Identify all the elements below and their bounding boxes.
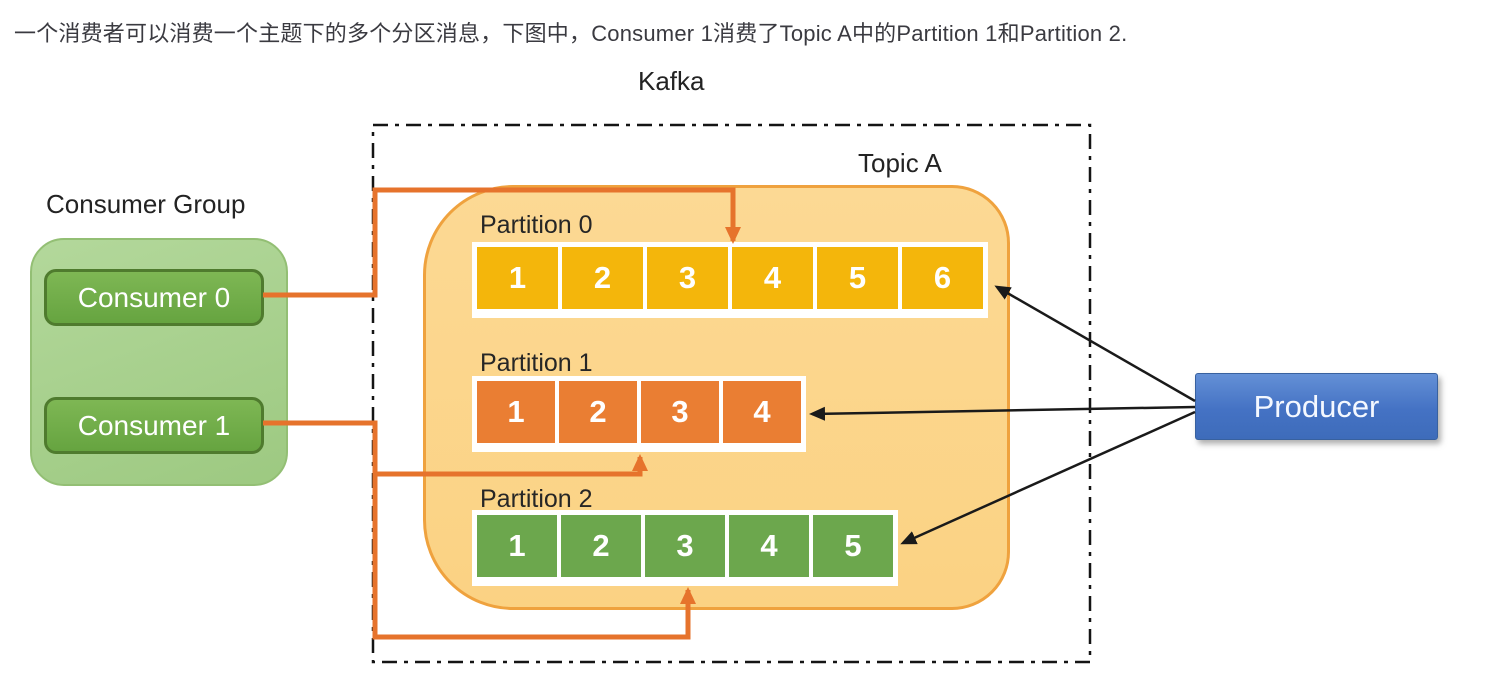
partition-1-message-cell: 1	[477, 381, 555, 443]
consumer-1-node: Consumer 1	[44, 397, 264, 454]
partition-0-message-cell: 5	[817, 247, 898, 309]
producer-to-partition0-arrow	[994, 285, 1196, 403]
kafka-box-label: Kafka	[638, 66, 705, 96]
partition-1-message-cell: 3	[641, 381, 719, 443]
partition-0-message-cell: 6	[902, 247, 983, 309]
consumer-group-box: Consumer 0 Consumer 1	[30, 238, 288, 486]
partition-1-strip: 1 2 3 4	[472, 376, 806, 452]
partition-2-message-cell: 5	[813, 515, 893, 577]
description-text: 一个消费者可以消费一个主题下的多个分区消息，下图中，Consumer 1消费了T…	[14, 21, 1128, 46]
partition-2-message-cell: 1	[477, 515, 557, 577]
partition-2-message-cell: 4	[729, 515, 809, 577]
producer-node: Producer	[1195, 373, 1438, 440]
consumer-group-label: Consumer Group	[46, 189, 246, 219]
partition-0-message-cell: 2	[562, 247, 643, 309]
partition-2-message-cell: 2	[561, 515, 641, 577]
consumer-0-node: Consumer 0	[44, 269, 264, 326]
partition-2-strip: 1 2 3 4 5	[472, 510, 898, 586]
partition-2-message-cell: 3	[645, 515, 725, 577]
partition-1-message-cell: 2	[559, 381, 637, 443]
partition-0-label: Partition 0	[480, 211, 593, 239]
partition-0-message-cell: 4	[732, 247, 813, 309]
partition-0-strip: 1 2 3 4 5 6	[472, 242, 988, 318]
partition-1-label: Partition 1	[480, 349, 593, 377]
topic-a-label: Topic A	[858, 148, 942, 178]
partition-0-message-cell: 3	[647, 247, 728, 309]
partition-1-message-cell: 4	[723, 381, 801, 443]
partition-0-message-cell: 1	[477, 247, 558, 309]
